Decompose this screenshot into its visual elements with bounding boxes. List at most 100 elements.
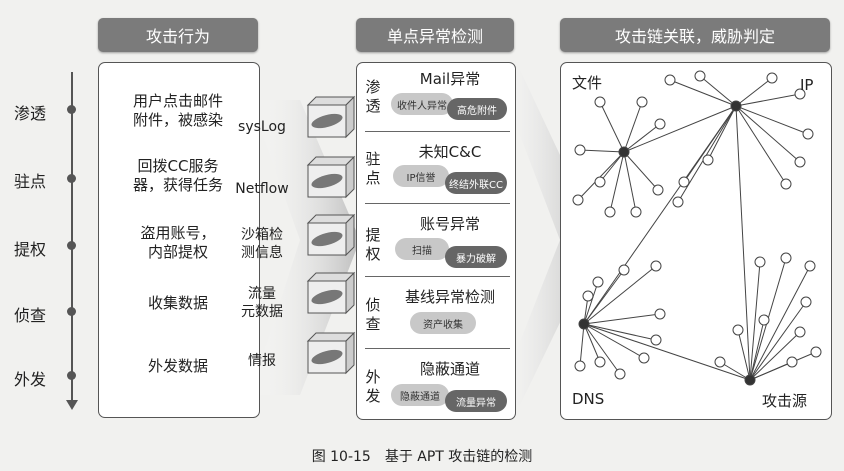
leaf-link xyxy=(735,105,809,135)
leaf-link xyxy=(749,265,811,381)
stage-label: 外发 xyxy=(14,370,47,389)
behavior-line: 附件，被感染 xyxy=(132,111,223,129)
leaf-link xyxy=(623,151,659,191)
behavior-item: 盗用账号， 内部提权 xyxy=(108,224,248,262)
stage-dot xyxy=(67,307,76,316)
graph-leaf-node xyxy=(714,356,726,368)
hub-link xyxy=(735,105,751,381)
leaf-link xyxy=(683,105,737,183)
detection-stage-char: 渗 xyxy=(365,78,381,96)
data-source: 沙箱检 测信息 xyxy=(232,226,292,262)
stage-label: 提权 xyxy=(14,240,47,259)
detection-pill: 扫描 xyxy=(395,238,449,260)
correlation-graph xyxy=(572,70,822,386)
graph-leaf-node xyxy=(594,96,606,108)
detection-pill: 隐蔽通道 xyxy=(391,384,449,406)
detection-stage-char: 驻 xyxy=(365,150,381,168)
behavior-line: 外发数据 xyxy=(147,357,208,375)
behavior-item: 回拨CC服务 器，获得任务 xyxy=(108,157,248,195)
graph-leaf-node xyxy=(574,144,586,156)
leaf-link xyxy=(583,323,645,359)
leaf-link xyxy=(579,323,585,367)
leaf-link xyxy=(719,361,751,381)
behavior-line: 回拨CC服务 xyxy=(137,157,219,175)
leaf-link xyxy=(623,123,661,153)
behavior-line: 收集数据 xyxy=(147,294,208,312)
detection-title: Mail异常 xyxy=(419,70,481,88)
stage-label: 驻点 xyxy=(14,172,47,191)
graph-leaf-node xyxy=(802,128,814,140)
graph-leaf-node xyxy=(800,296,812,308)
data-source: sysLog xyxy=(232,118,292,136)
detection-stage-char: 查 xyxy=(365,315,381,333)
data-cube-icon xyxy=(306,271,356,315)
graph-leaf-node xyxy=(794,88,806,100)
graph-leaf-node xyxy=(754,256,766,268)
graph-leaf-node xyxy=(694,70,706,82)
timeline-line xyxy=(71,72,73,402)
detection-title: 隐蔽通道 xyxy=(419,360,480,378)
graph-leaf-node xyxy=(604,206,616,218)
header-attack-behavior: 攻击行为 xyxy=(98,18,258,52)
data-source-line: 流量 xyxy=(248,286,276,302)
detection-stage-char: 点 xyxy=(365,169,381,187)
behavior-line: 盗用账号， xyxy=(140,224,216,242)
leaf-link xyxy=(609,151,625,213)
leaf-link xyxy=(599,151,625,183)
leaf-link xyxy=(749,361,793,381)
data-source-line: sysLog xyxy=(238,119,286,135)
data-source: 流量 元数据 xyxy=(232,285,292,321)
hub-link xyxy=(623,105,737,153)
graph-leaf-node xyxy=(618,264,630,276)
graph-leaf-node xyxy=(594,176,606,188)
behavior-line: 用户点击邮件 xyxy=(132,92,223,110)
graph-leaf-node xyxy=(804,260,816,272)
data-source-line: Netflow xyxy=(235,181,289,197)
detection-stage-char: 提 xyxy=(365,226,381,244)
leaf-link xyxy=(749,319,765,381)
leaf-link xyxy=(669,79,737,107)
leaf-link xyxy=(735,105,787,185)
leaf-link xyxy=(577,151,625,201)
leaf-link xyxy=(583,323,601,363)
hub-file-node xyxy=(618,146,630,158)
detection-divider xyxy=(365,203,510,204)
graph-leaf-node xyxy=(582,290,594,302)
behavior-item: 收集数据 xyxy=(108,294,248,313)
data-source: Netflow xyxy=(232,180,292,198)
attack-behavior-panel xyxy=(98,62,260,418)
leaf-link xyxy=(623,101,643,153)
detection-divider xyxy=(365,348,510,349)
leaf-link xyxy=(583,323,621,375)
stage-dot xyxy=(67,174,76,183)
leaf-link xyxy=(583,265,657,325)
detection-pill: 收件人异常 xyxy=(391,93,453,115)
figure-caption: 图 10-15 基于 APT 攻击链的检测 xyxy=(311,449,533,465)
graph-leaf-node xyxy=(702,154,714,166)
leaf-link xyxy=(749,301,807,381)
data-source-line: 沙箱检 xyxy=(241,227,283,243)
graph-leaf-node xyxy=(766,72,778,84)
stage-label: 侦查 xyxy=(14,306,47,325)
detection-title: 账号异常 xyxy=(419,215,480,233)
detection-pill: 暴力破解 xyxy=(445,246,507,268)
hub-ip-node xyxy=(730,100,742,112)
leaf-link xyxy=(583,323,657,341)
detection-pill: 高危附件 xyxy=(447,98,507,120)
behavior-line: 内部提权 xyxy=(147,243,208,261)
behavior-line: 器，获得任务 xyxy=(132,176,223,194)
graph-leaf-node xyxy=(614,368,626,380)
graph-leaf-node xyxy=(672,196,684,208)
leaf-link xyxy=(677,105,737,203)
graph-leaf-node xyxy=(758,314,770,326)
attack-chain-panel xyxy=(560,62,832,420)
graph-leaf-node xyxy=(652,184,664,196)
leaf-link xyxy=(583,281,599,325)
detection-stage: 驻 点 xyxy=(362,150,384,188)
data-source-line: 元数据 xyxy=(241,304,283,320)
header-chain-label: 攻击链关联，威胁判定 xyxy=(614,27,775,46)
header-chain-correlation: 攻击链关联，威胁判定 xyxy=(560,18,830,52)
header-single-point-detection: 单点异常检测 xyxy=(356,18,514,52)
data-cube-icon xyxy=(306,213,356,257)
graph-label-dns: DNS xyxy=(572,390,605,408)
